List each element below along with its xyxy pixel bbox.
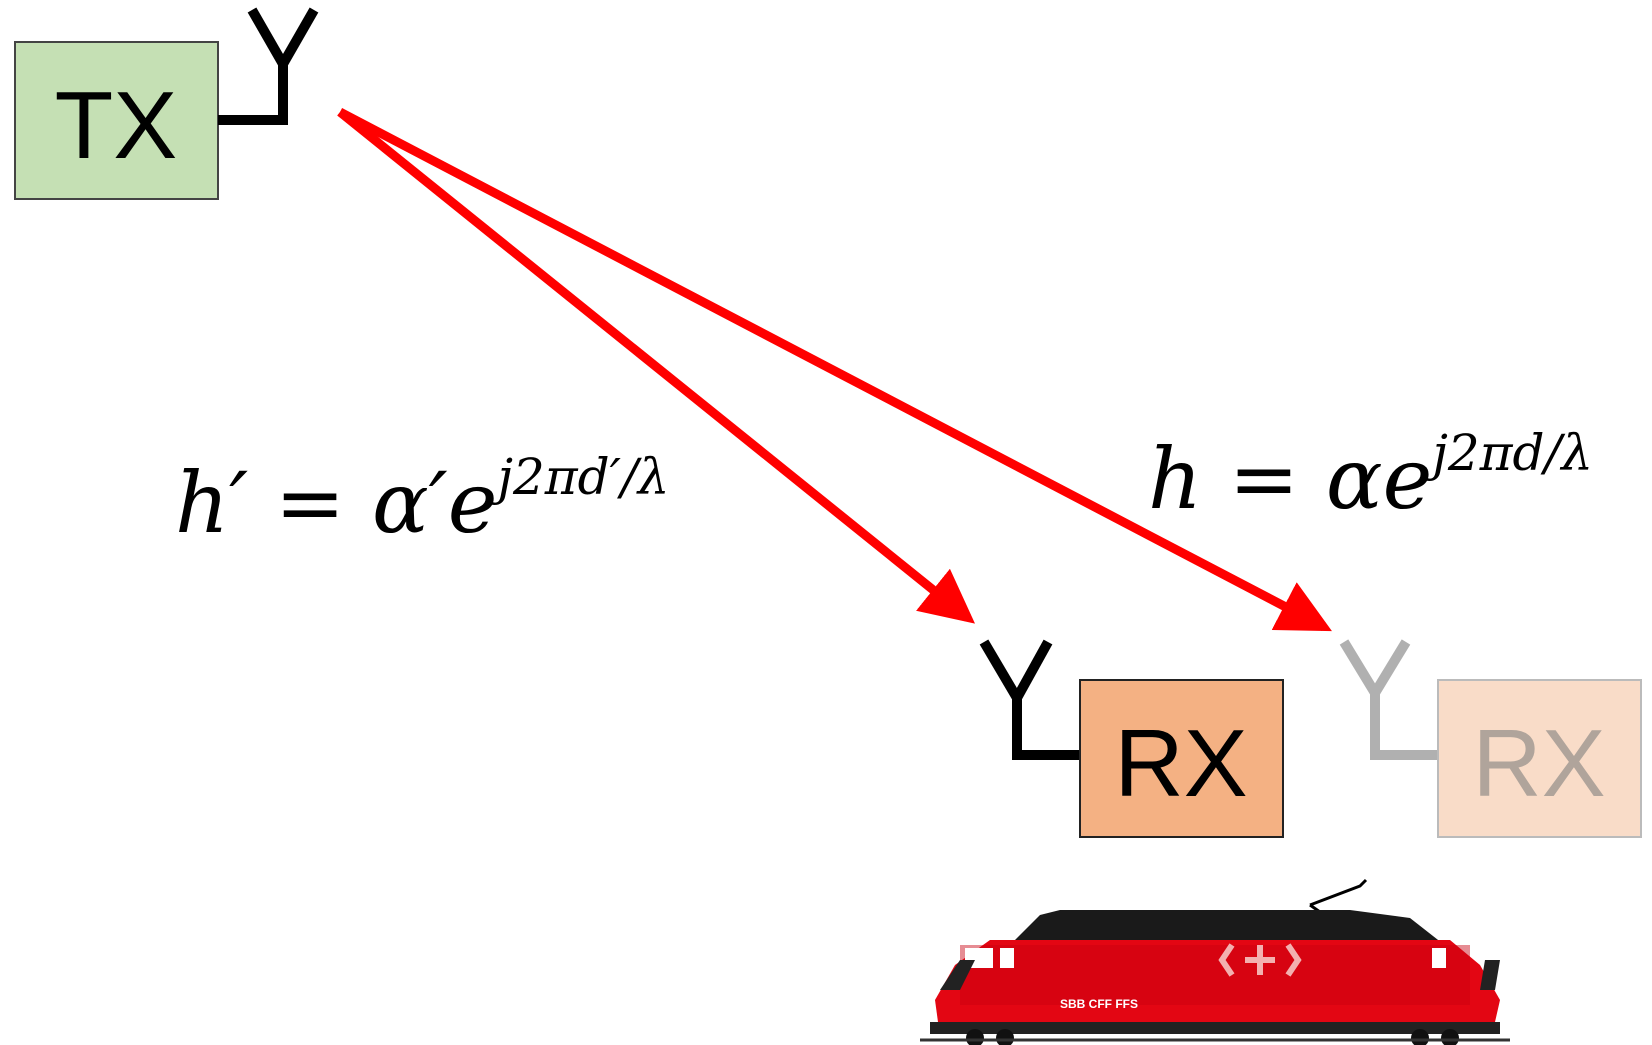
equation-near: h′ = α′ej2πd′/λ (175, 448, 670, 552)
transmitter: TX (15, 10, 314, 199)
rx-antenna-icon (984, 642, 1080, 755)
tx-label: TX (55, 72, 178, 179)
rx-label: RX (1114, 710, 1247, 817)
equation-far: h = αej2πd/λ (1148, 424, 1593, 528)
cab-window-right (1432, 948, 1446, 968)
locomotive-icon: SBB CFF FFS (920, 880, 1510, 1045)
pantograph (1310, 880, 1366, 905)
train-livery: SBB CFF FFS (1060, 997, 1138, 1011)
rx-ghost-label: RX (1472, 710, 1605, 817)
rx-ghost-antenna-icon (1344, 642, 1438, 755)
receiver-ghost: RX (1344, 642, 1641, 837)
receiver: RX (984, 642, 1283, 837)
tx-antenna-icon (218, 10, 314, 120)
